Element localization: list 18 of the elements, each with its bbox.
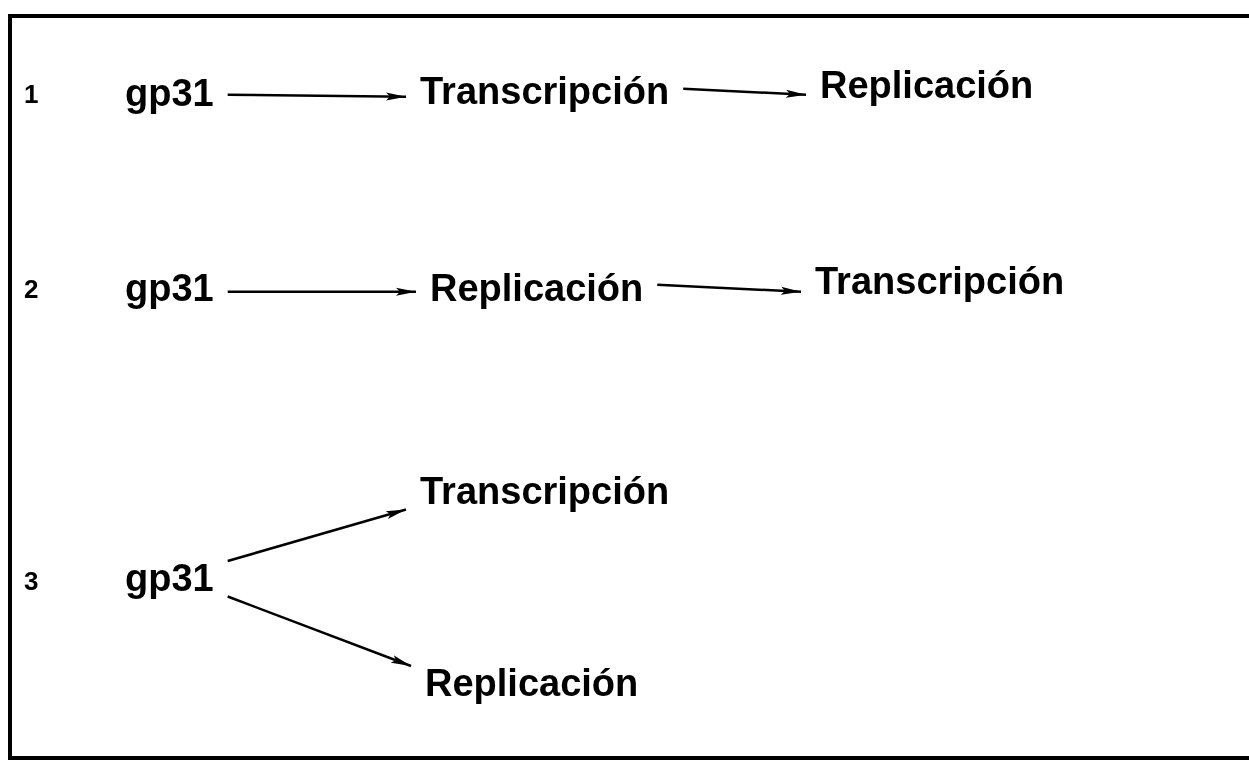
node-label: Replicación	[430, 267, 644, 309]
row-number: 2	[24, 273, 39, 306]
arrow	[657, 283, 802, 295]
arrow	[227, 595, 412, 668]
node-label: Transcripción	[420, 470, 670, 512]
node-label: gp31	[125, 267, 214, 309]
node-label: Transcripción	[815, 260, 1065, 302]
row-number: 1	[24, 78, 39, 111]
arrow	[227, 508, 407, 563]
node-label: Replicación	[820, 64, 1034, 106]
node-label: gp31	[125, 557, 214, 599]
node-label: gp31	[125, 72, 214, 114]
node-label: Replicación	[425, 662, 639, 704]
arrow	[227, 92, 406, 101]
node-label: Transcripción	[420, 70, 670, 112]
row-number: 3	[24, 565, 39, 598]
arrow	[683, 87, 807, 98]
arrow	[227, 287, 416, 296]
